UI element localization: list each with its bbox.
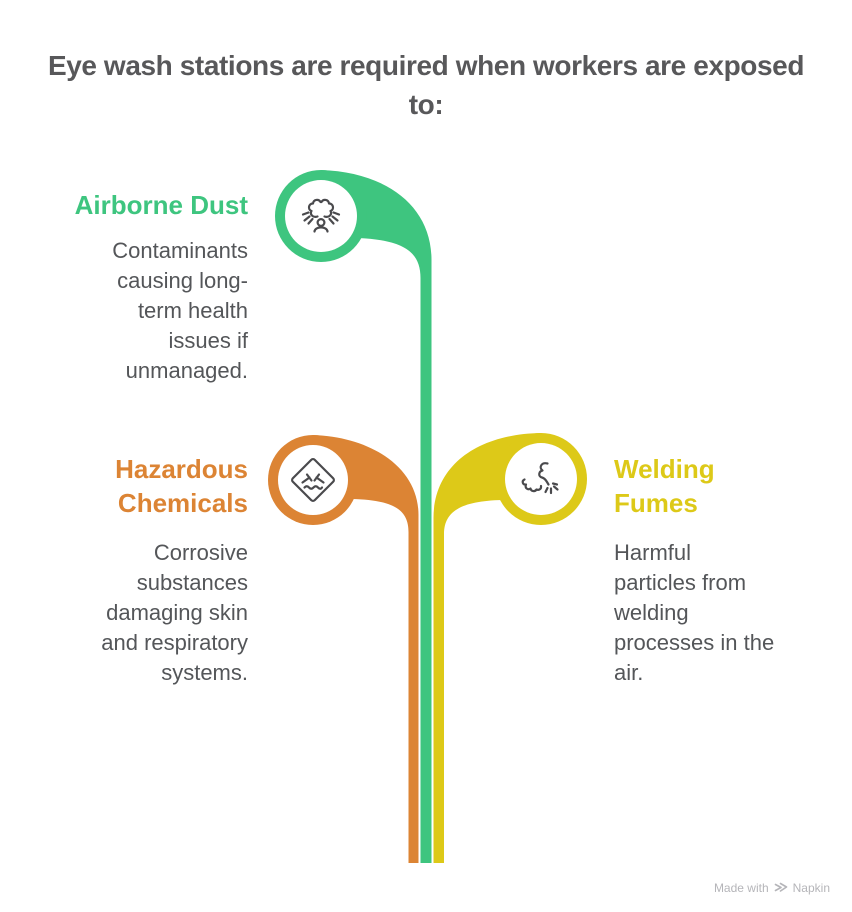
- watermark-brand: Napkin: [792, 881, 830, 895]
- heading-welding-fumes: Welding Fumes: [614, 454, 715, 518]
- branch-ring-hole-hazardous: [278, 445, 348, 515]
- dust-cloud-person-icon: [301, 198, 341, 233]
- description-welding-fumes: Harmful particles from welding processes…: [614, 540, 775, 685]
- napkin-logo-icon: [774, 882, 787, 892]
- heading-hazardous-chemicals: Hazardous Chemicals: [115, 454, 248, 518]
- napkin-watermark: Made with Napkin: [714, 881, 830, 895]
- branch-ring-hole-welding: [505, 443, 577, 515]
- branch-welding-fumes: [433, 433, 587, 863]
- branch-airborne-dust: [275, 170, 432, 863]
- watermark-made-with: Made with: [713, 881, 769, 895]
- description-hazardous-chemicals: Corrosive substances damaging skin and r…: [101, 540, 248, 685]
- branch-tail-airborne: [321, 170, 432, 863]
- branch-ring-hole-airborne: [285, 180, 357, 252]
- page-title: Eye wash stations are required when work…: [47, 50, 805, 120]
- branch-hazardous-chemicals: [268, 435, 419, 863]
- corrosive-chemical-icon: [291, 458, 335, 502]
- heading-airborne-dust: Airborne Dust: [74, 190, 248, 220]
- welding-torch-icon: [521, 462, 559, 495]
- description-airborne-dust: Contaminants causing long- term health i…: [112, 238, 248, 383]
